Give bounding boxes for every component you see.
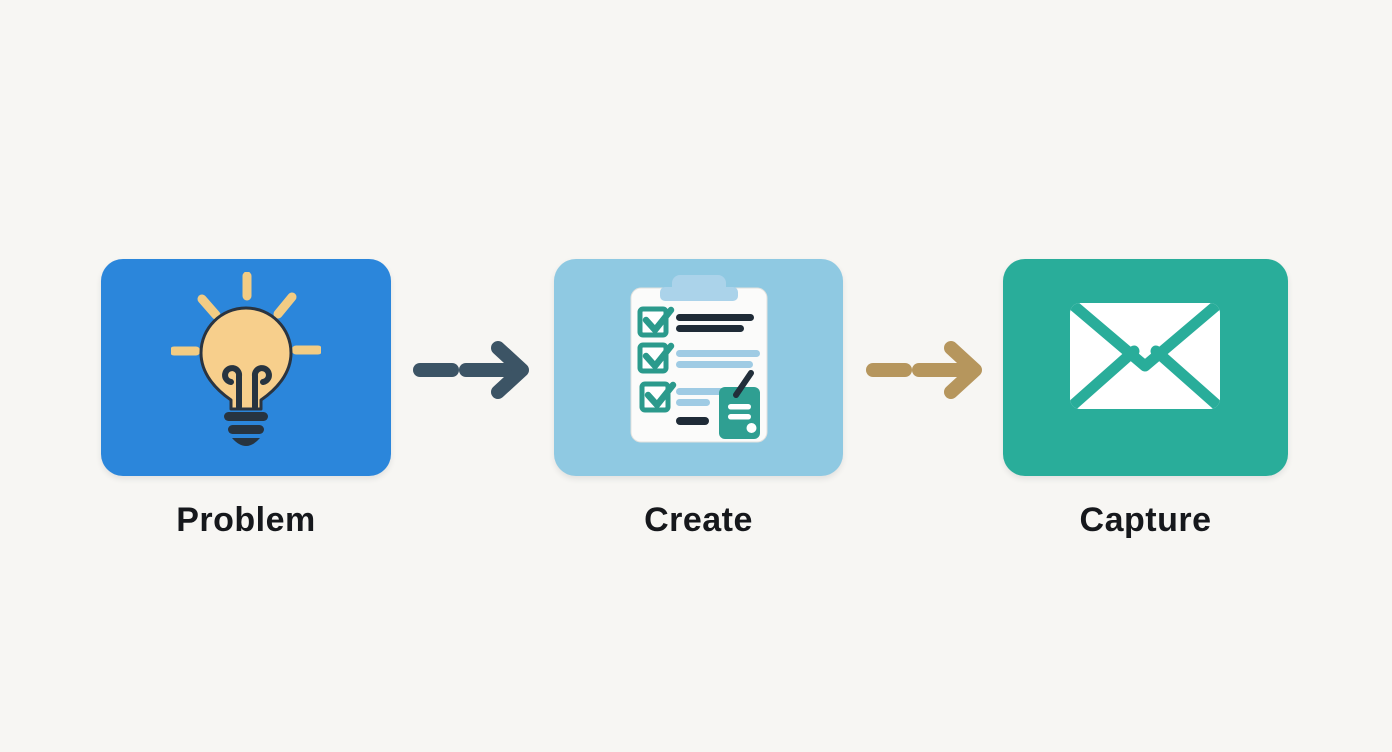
checklist-icon: [630, 275, 768, 443]
step-label-capture: Capture: [1079, 501, 1212, 539]
step-label-create: Create: [644, 501, 753, 539]
flow-arrow-2: [866, 341, 982, 399]
step-card-problem: [101, 259, 391, 476]
flow-arrow-1: [413, 341, 529, 399]
envelope-icon: [1070, 303, 1220, 409]
step-card-capture: [1003, 259, 1288, 476]
step-label-problem: Problem: [176, 501, 316, 539]
step-card-create: [554, 259, 843, 476]
lightbulb-icon: [171, 272, 321, 446]
